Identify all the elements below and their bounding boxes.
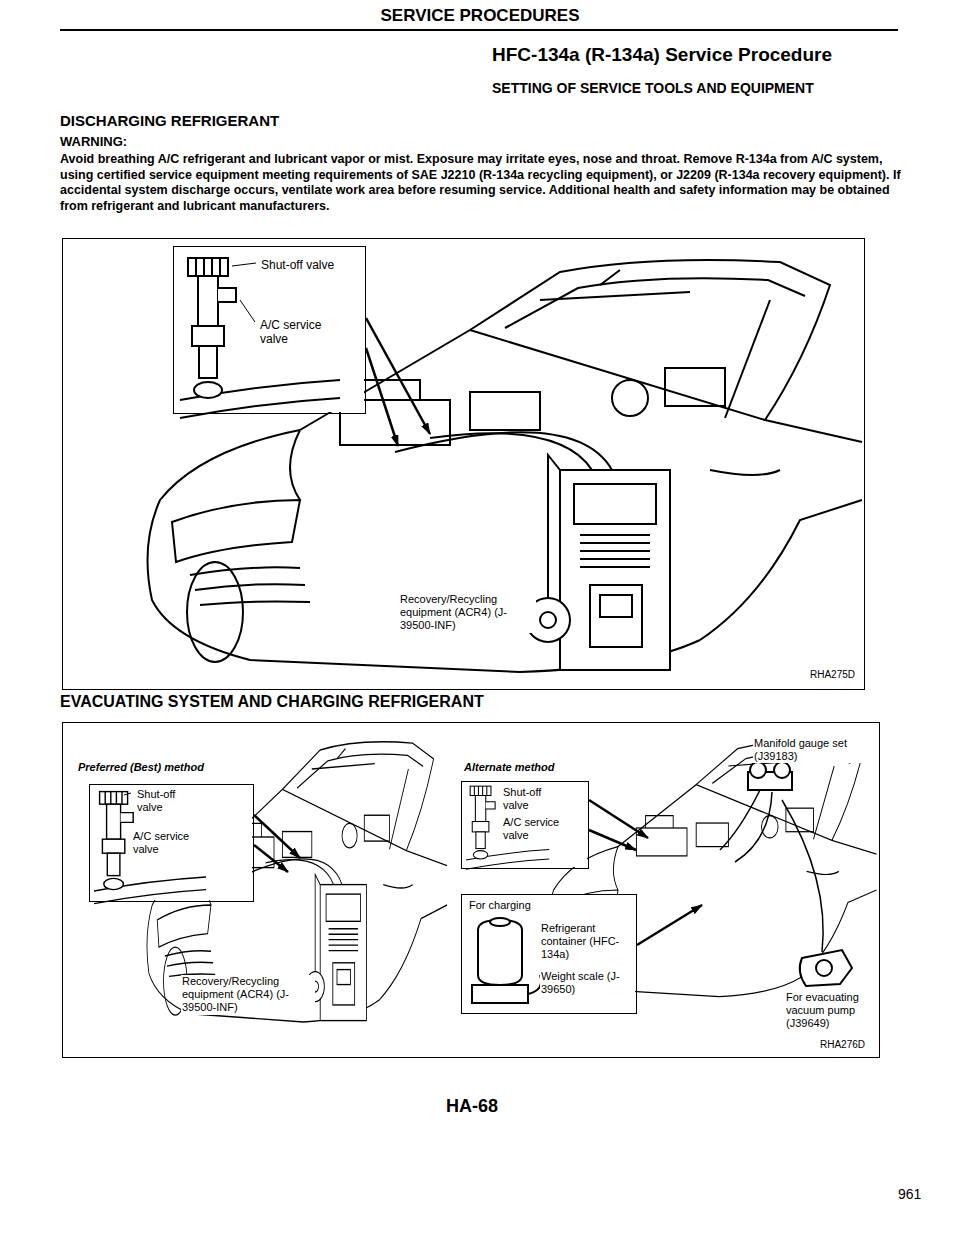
callout-label: RHA276D — [819, 1039, 866, 1051]
page-header: SERVICE PROCEDURES — [0, 6, 960, 26]
section-title: HFC-134a (R-134a) Service Procedure — [492, 44, 832, 67]
warning-text: Avoid breathing A/C refrigerant and lubr… — [60, 152, 908, 214]
figure-frame: Preferred (Best) method Alternate method M… — [62, 722, 880, 1058]
callout-label: Preferred (Best) method — [77, 761, 205, 774]
detail-inset: Shut-off valveA/C service valve — [461, 781, 589, 869]
section-heading: DISCHARGING REFRIGERANT — [60, 112, 279, 130]
callout-label: Shut-off valve — [502, 786, 564, 812]
callout-label: Manifold gauge set (J39183) — [753, 737, 867, 763]
detail-inset: Shut-off valveA/C service valve — [89, 784, 254, 902]
callout-label: A/C service valve — [259, 318, 333, 347]
callout-label: Weight scale (J-39650) — [540, 970, 622, 996]
detail-inset: Shut-off valveA/C service valve — [173, 246, 366, 414]
charging-inset: For chargingRefrigerant container (HFC-1… — [461, 894, 637, 1014]
callout-label: For charging — [468, 899, 560, 912]
callout-label: Shut-off valve — [136, 788, 198, 814]
warning-heading: WARNING: — [60, 134, 127, 150]
page-code: HA-68 — [446, 1096, 498, 1118]
callout-label: A/C service valve — [132, 830, 206, 856]
section-heading: EVACUATING SYSTEM AND CHARGING REFRIGERA… — [60, 692, 484, 711]
callout-label: Recovery/Recycling equipment (ACR4) (J-3… — [399, 593, 536, 633]
callout-label: Shut-off valve — [260, 258, 362, 272]
figure-frame: Recovery/Recycling equipment (ACR4) (J-3… — [62, 238, 865, 690]
callout-label: Recovery/Recycling equipment (ACR4) (J-3… — [181, 975, 315, 1015]
callout-label: RHA275D — [809, 669, 856, 681]
callout-label: Alternate method — [463, 761, 555, 774]
callout-label: For evacuating vacuum pump (J39649) — [785, 991, 871, 1031]
callout-label: A/C service valve — [502, 816, 576, 842]
subsection-title: SETTING OF SERVICE TOOLS AND EQUIPMENT — [492, 80, 814, 97]
callout-label: Refrigerant container (HFC-134a) — [540, 922, 632, 962]
page-number: 961 — [898, 1186, 921, 1203]
